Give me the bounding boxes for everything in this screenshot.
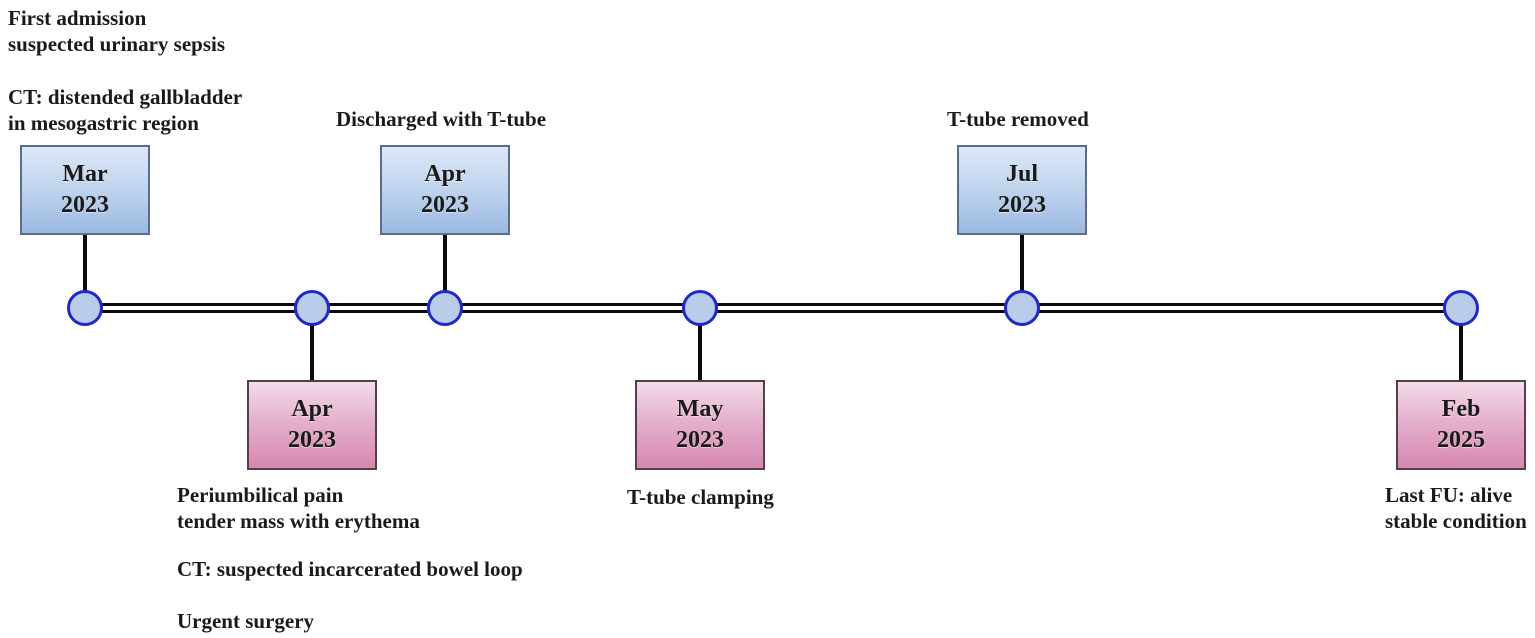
annotation-line: Urgent surgery <box>177 609 315 633</box>
date-box-feb-2025: Feb 2025 <box>1396 380 1526 470</box>
connector-jul-2023 <box>1020 235 1024 308</box>
date-year: 2023 <box>288 427 336 453</box>
annotation-line: in mesogastric region <box>8 111 199 135</box>
date-month: Feb <box>1441 396 1481 422</box>
timeline-node-apr-2023-blue <box>427 290 463 326</box>
annotation-line: CT: distended gallbladder <box>8 85 243 109</box>
connector-apr-2023-blue <box>443 235 447 308</box>
timeline-node-may-2023 <box>682 290 718 326</box>
annotation-ct-bowel-loop: CT: suspected incarcerated bowel loop <box>177 556 523 582</box>
annotation-line: suspected urinary sepsis <box>8 32 226 56</box>
date-month: Mar <box>62 161 108 187</box>
connector-mar-2023 <box>83 235 87 308</box>
annotation-urgent-surgery: Urgent surgery <box>177 608 314 634</box>
annotation-first-admission: First admission suspected urinary sepsis <box>8 5 225 57</box>
timeline-axis <box>85 303 1461 313</box>
annotation-periumbilical-pain: Periumbilical pain tender mass with eryt… <box>177 482 420 534</box>
connector-apr-2023-pink <box>310 308 314 380</box>
date-box-may-2023: May 2023 <box>635 380 765 470</box>
annotation-line: T-tube removed <box>947 107 1089 131</box>
date-year: 2023 <box>421 192 469 218</box>
date-box-apr-2023-blue: Apr 2023 <box>380 145 510 235</box>
date-year: 2023 <box>676 427 724 453</box>
connector-feb-2025 <box>1459 308 1463 380</box>
annotation-t-tube-clamping: T-tube clamping <box>627 484 774 510</box>
annotation-line: CT: suspected incarcerated bowel loop <box>177 557 523 581</box>
date-box-jul-2023: Jul 2023 <box>957 145 1087 235</box>
date-box-mar-2023: Mar 2023 <box>20 145 150 235</box>
annotation-line: stable condition <box>1385 509 1527 533</box>
date-month: May <box>676 396 724 422</box>
connector-may-2023 <box>698 308 702 380</box>
annotation-last-fu: Last FU: alive stable condition <box>1385 482 1527 534</box>
annotation-ct-gallbladder: CT: distended gallbladder in mesogastric… <box>8 84 242 136</box>
timeline-node-jul-2023 <box>1004 290 1040 326</box>
date-month: Apr <box>424 161 466 187</box>
annotation-line: T-tube clamping <box>627 485 774 509</box>
timeline-node-mar-2023 <box>67 290 103 326</box>
annotation-line: Discharged with T-tube <box>336 107 547 131</box>
date-box-apr-2023-pink: Apr 2023 <box>247 380 377 470</box>
date-month: Apr <box>291 396 333 422</box>
date-year: 2025 <box>1437 427 1485 453</box>
annotation-line: Last FU: alive <box>1385 483 1513 507</box>
timeline-node-feb-2025 <box>1443 290 1479 326</box>
date-month: Jul <box>1005 161 1038 187</box>
date-year: 2023 <box>61 192 109 218</box>
annotation-line: First admission <box>8 6 147 30</box>
annotation-line: Periumbilical pain <box>177 483 344 507</box>
timeline-node-apr-2023-pink <box>294 290 330 326</box>
annotation-discharged-t-tube: Discharged with T-tube <box>336 106 546 132</box>
annotation-line: tender mass with erythema <box>177 509 420 533</box>
date-year: 2023 <box>998 192 1046 218</box>
annotation-t-tube-removed: T-tube removed <box>947 106 1089 132</box>
